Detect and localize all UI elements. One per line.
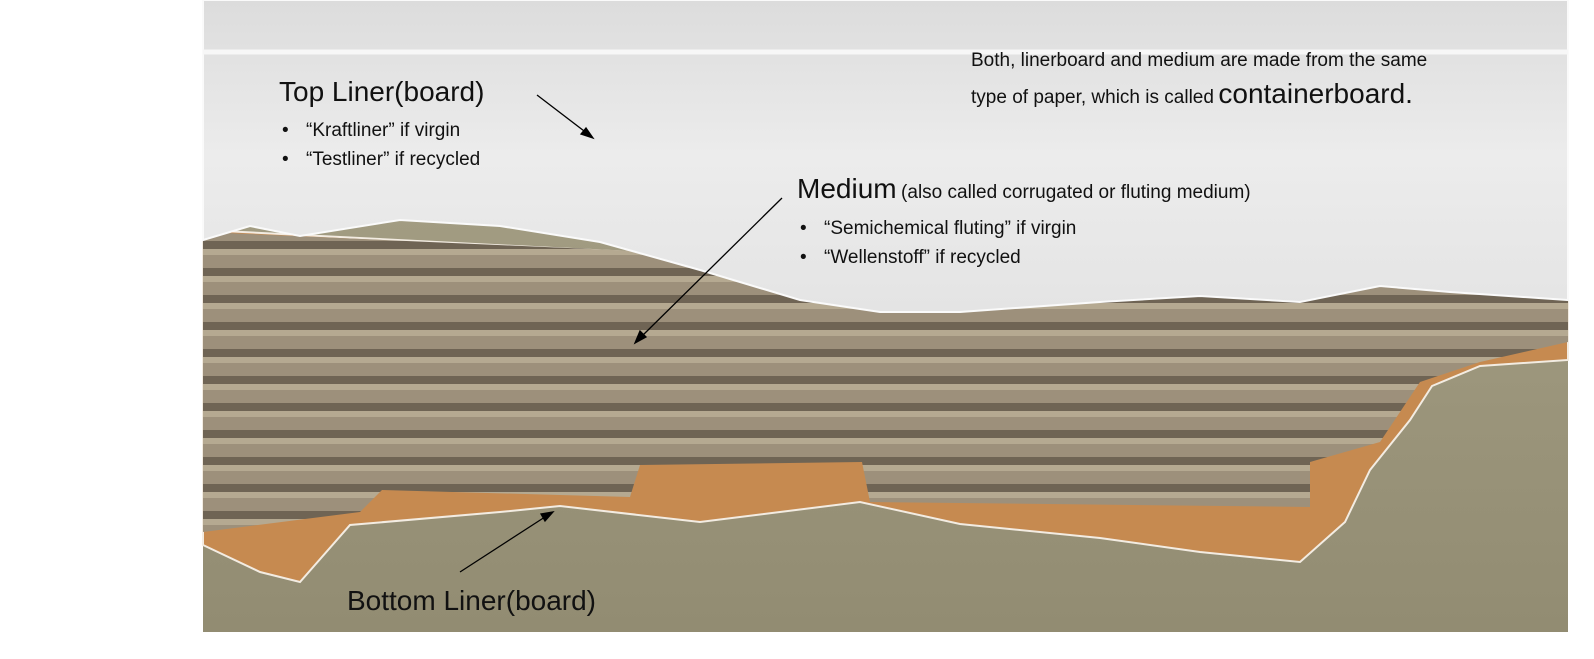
medium-subtitle: (also called corrugated or fluting mediu… — [901, 182, 1251, 203]
bottom-liner-title: Bottom Liner(board) — [347, 585, 597, 616]
top-liner-bullets: “Kraftliner” if virgin “Testliner” if re… — [282, 116, 480, 174]
medium-title: Medium — [797, 173, 897, 204]
note-line-1: Both, linerboard and medium are made fro… — [971, 50, 1428, 71]
bottom-liner-arrow — [459, 514, 549, 573]
top-liner-title: Top Liner(board) — [279, 76, 485, 107]
medium-arrow — [639, 197, 783, 339]
note-emphasis: containerboard. — [1218, 78, 1413, 109]
medium-bullets: “Semichemical fluting” if virgin “Wellen… — [800, 214, 1076, 272]
top-liner-arrow — [536, 94, 589, 135]
note-line-2-text: type of paper, which is called — [971, 87, 1214, 108]
note-line-2: type of paper, which is called container… — [971, 78, 1413, 110]
top-liner-bullet: “Testliner” if recycled — [282, 145, 480, 174]
medium-heading: Medium (also called corrugated or flutin… — [797, 173, 1251, 205]
medium-flute-layer — [203, 232, 1568, 532]
medium-bullet: “Semichemical fluting” if virgin — [800, 214, 1076, 243]
top-liner-layer — [202, 0, 1569, 313]
top-liner-bullet: “Kraftliner” if virgin — [282, 116, 480, 145]
medium-bullet: “Wellenstoff” if recycled — [800, 243, 1076, 272]
